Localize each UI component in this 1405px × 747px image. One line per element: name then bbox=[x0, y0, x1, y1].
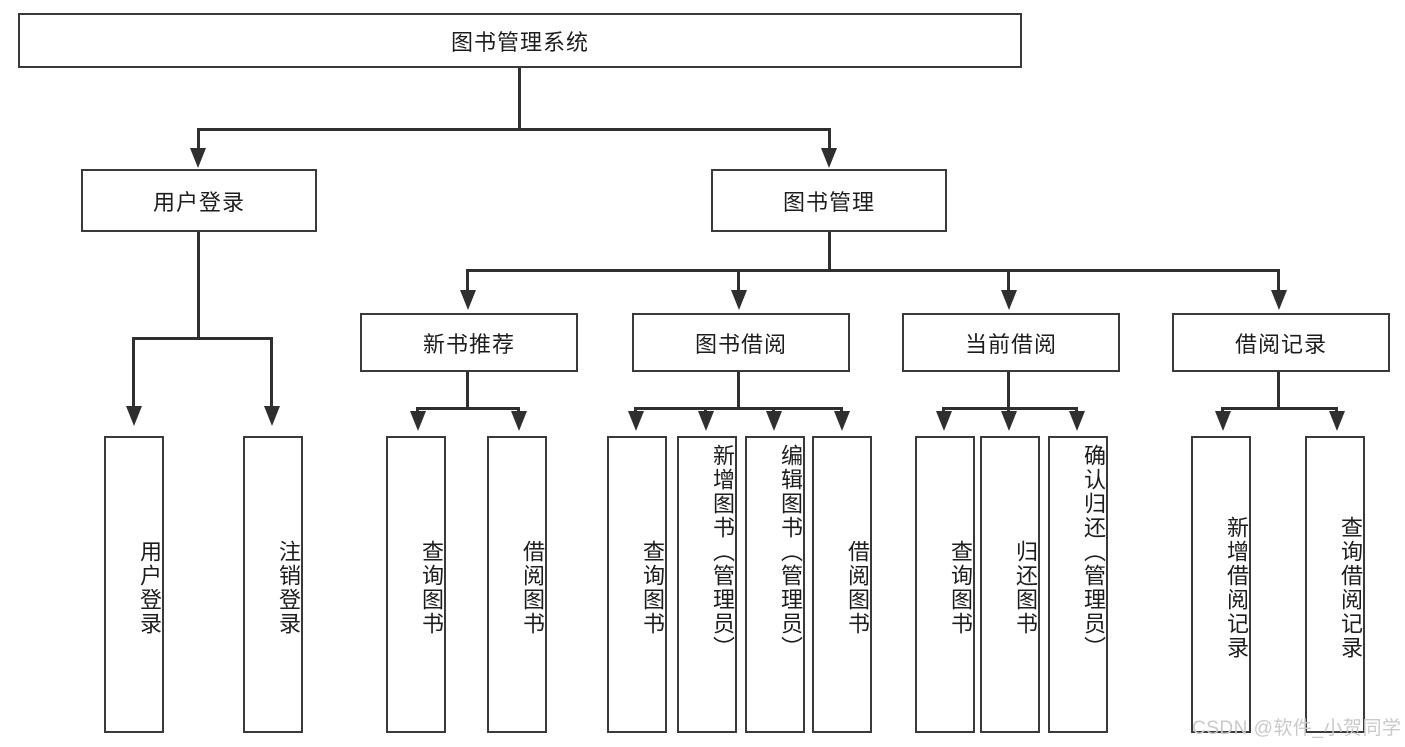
node-label: 借阅记录 bbox=[1234, 331, 1327, 357]
arrow-to-leaf-add-record bbox=[1215, 411, 1231, 431]
node-label: 图书管理 bbox=[782, 189, 875, 215]
arrow-to-leaf-query-record bbox=[1329, 411, 1345, 431]
arrow-to-leaf-borrow-book-b bbox=[834, 411, 850, 431]
node-borrow-record[interactable]: 借阅记录 bbox=[1172, 313, 1390, 372]
node-label: 图书借阅 bbox=[694, 331, 787, 357]
arrow-to-borrow-record bbox=[1271, 290, 1287, 310]
arrow-to-current-borrow bbox=[1001, 290, 1017, 310]
arrow-to-leaf-query-book-c bbox=[936, 411, 952, 431]
leaf-add-borrow-record[interactable]: 新增借阅记录 bbox=[1191, 436, 1251, 733]
arrow-to-leaf-return-book bbox=[1001, 411, 1017, 431]
node-label: 归还图书 bbox=[1013, 539, 1038, 636]
arrow-to-leaf-add-book bbox=[698, 411, 714, 431]
edge-root-to-user-login bbox=[197, 128, 200, 154]
node-label: 新书推荐 bbox=[422, 331, 515, 357]
node-label: 用户登录 bbox=[152, 189, 245, 215]
node-label: 查询图书 bbox=[948, 539, 973, 636]
node-label: 确认归还（管理员） bbox=[1081, 444, 1106, 660]
leaf-add-book-admin[interactable]: 新增图书（管理员） bbox=[677, 436, 737, 733]
edge-root-stem bbox=[518, 68, 521, 128]
node-label: 查询图书 bbox=[640, 539, 665, 636]
node-label: 图书管理系统 bbox=[450, 29, 589, 55]
edge-bm-to-current-borrow bbox=[1007, 269, 1010, 293]
node-new-book-recommend[interactable]: 新书推荐 bbox=[360, 313, 578, 372]
arrow-to-leaf-logout bbox=[264, 406, 280, 426]
edge-current-borrow-bar bbox=[942, 407, 1078, 410]
node-label: 查询图书 bbox=[419, 539, 444, 636]
edge-book-borrow-stem bbox=[737, 372, 740, 410]
edge-book-management-bar bbox=[466, 269, 1280, 272]
edge-user-login-bar bbox=[132, 337, 272, 340]
leaf-query-book-borrow[interactable]: 查询图书 bbox=[607, 436, 667, 733]
leaf-edit-book-admin[interactable]: 编辑图书（管理员） bbox=[745, 436, 805, 733]
edge-borrow-record-bar bbox=[1221, 407, 1338, 410]
edge-root-bar bbox=[197, 128, 831, 131]
edge-bm-to-borrow-record bbox=[1277, 269, 1280, 293]
node-label: 注销登录 bbox=[276, 539, 301, 636]
arrow-to-leaf-user-login bbox=[126, 406, 142, 426]
node-label: 当前借阅 bbox=[964, 331, 1057, 357]
edge-book-borrow-bar bbox=[634, 407, 842, 410]
arrow-to-leaf-borrow-book-a bbox=[511, 411, 527, 431]
node-user-login[interactable]: 用户登录 bbox=[81, 169, 317, 232]
node-book-borrow[interactable]: 图书借阅 bbox=[632, 313, 850, 372]
leaf-query-book-recommend[interactable]: 查询图书 bbox=[386, 436, 446, 733]
leaf-query-book-current[interactable]: 查询图书 bbox=[915, 436, 975, 733]
node-label: 查询借阅记录 bbox=[1338, 515, 1363, 660]
arrow-to-leaf-query-book-a bbox=[410, 411, 426, 431]
node-label: 编辑图书（管理员） bbox=[778, 444, 803, 660]
leaf-borrow-book-recommend[interactable]: 借阅图书 bbox=[487, 436, 547, 733]
edge-bm-to-book-borrow bbox=[737, 269, 740, 293]
node-label: 用户登录 bbox=[137, 539, 162, 636]
arrow-to-leaf-edit-book bbox=[766, 411, 782, 431]
edge-borrow-record-stem bbox=[1277, 372, 1280, 410]
arrow-to-leaf-query-book-b bbox=[628, 411, 644, 431]
node-label: 借阅图书 bbox=[845, 539, 870, 636]
arrow-to-book-management bbox=[821, 148, 837, 168]
leaf-query-borrow-record[interactable]: 查询借阅记录 bbox=[1305, 436, 1365, 733]
node-book-management[interactable]: 图书管理 bbox=[711, 169, 947, 232]
edge-user-login-stem bbox=[197, 232, 200, 340]
edge-new-book-stem bbox=[466, 372, 469, 410]
leaf-confirm-return-admin[interactable]: 确认归还（管理员） bbox=[1048, 436, 1108, 733]
arrow-to-leaf-confirm-return bbox=[1069, 411, 1085, 431]
leaf-user-login[interactable]: 用户登录 bbox=[104, 436, 164, 733]
edge-user-login-to-leaf-1 bbox=[132, 337, 135, 411]
node-current-borrow[interactable]: 当前借阅 bbox=[902, 313, 1120, 372]
node-label: 借阅图书 bbox=[520, 539, 545, 636]
node-root-book-management-system[interactable]: 图书管理系统 bbox=[18, 13, 1022, 68]
edge-current-borrow-stem bbox=[1007, 372, 1010, 410]
leaf-borrow-book[interactable]: 借阅图书 bbox=[812, 436, 872, 733]
arrow-to-book-borrow bbox=[731, 290, 747, 310]
node-label: 新增图书（管理员） bbox=[710, 444, 735, 660]
arrow-to-user-login bbox=[190, 148, 206, 168]
edge-new-book-bar bbox=[416, 407, 520, 410]
edge-bm-to-new-book bbox=[466, 269, 469, 293]
leaf-logout[interactable]: 注销登录 bbox=[243, 436, 303, 733]
arrow-to-new-book-recommend bbox=[460, 290, 476, 310]
edge-book-management-stem bbox=[828, 232, 831, 272]
watermark-text: CSDN @软件_小贺同学 bbox=[1192, 718, 1402, 739]
leaf-return-book[interactable]: 归还图书 bbox=[980, 436, 1040, 733]
edge-user-login-to-leaf-2 bbox=[270, 337, 273, 411]
node-label: 新增借阅记录 bbox=[1224, 515, 1249, 660]
edge-root-to-book-management bbox=[828, 128, 831, 154]
